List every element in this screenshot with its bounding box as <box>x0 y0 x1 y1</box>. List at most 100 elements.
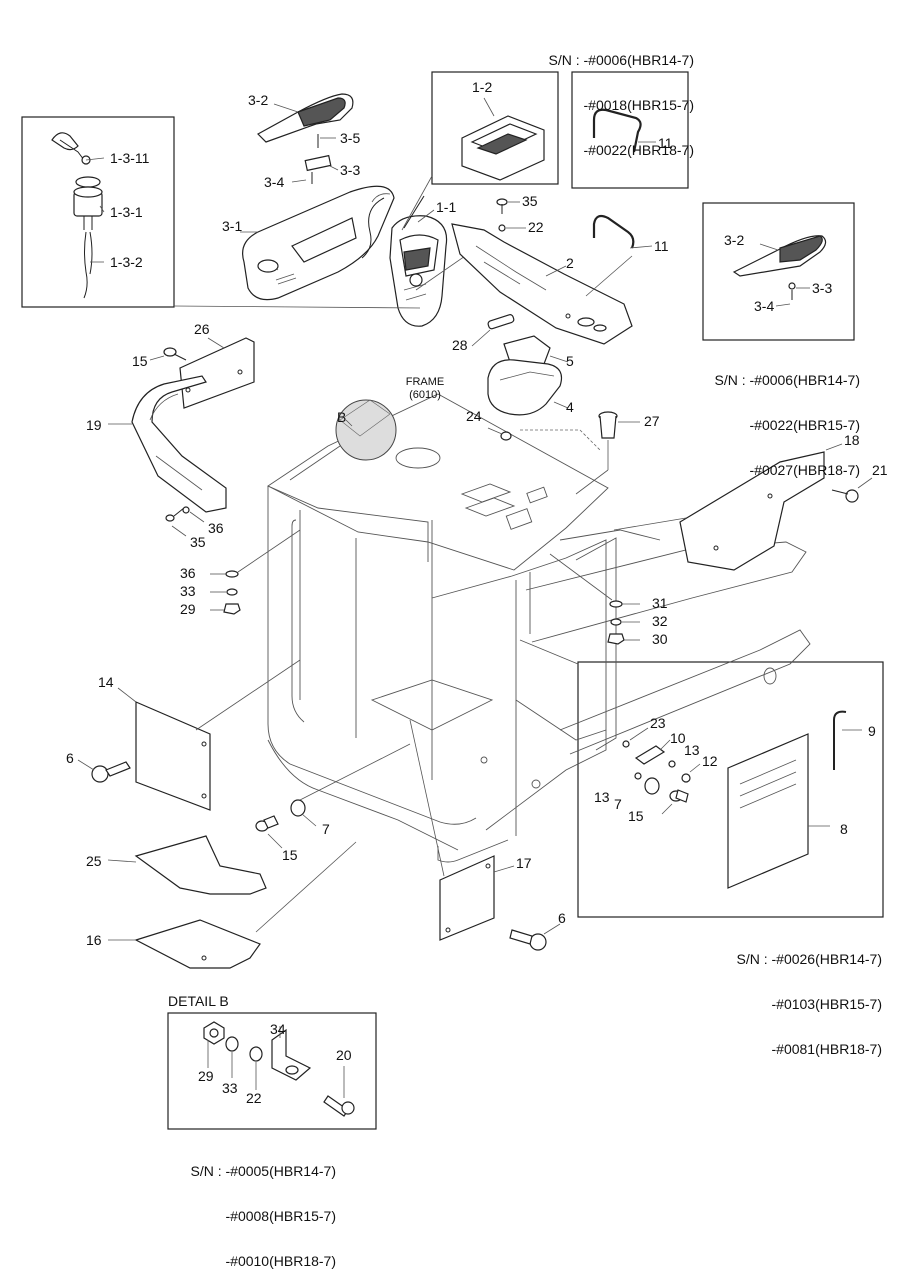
main-frame <box>267 393 811 863</box>
bolt-35-top <box>496 198 526 232</box>
hardware-stack-left <box>210 529 301 615</box>
leader-line <box>173 305 421 309</box>
callout-35-top: 35 <box>522 193 538 209</box>
gauge-1-2 <box>461 97 545 181</box>
callout-15-mid: 15 <box>282 847 298 863</box>
cover-inset-box <box>702 202 855 341</box>
parts-drawing <box>21 71 884 1130</box>
cover-3-2-top <box>257 93 354 184</box>
bolt-21 <box>831 477 873 503</box>
plate-25 <box>107 835 267 895</box>
serial-line: -#0027(HBR18-7) <box>749 462 861 478</box>
callout-1-3-1: 1-3-1 <box>110 204 143 220</box>
serial-note-detail-b: S/N : -#0005(HBR14-7) -#0008(HBR15-7) -#… <box>166 1134 336 1284</box>
bolt-15-left <box>149 347 187 361</box>
callout-3-4-right: 3-4 <box>754 298 775 314</box>
callout-9: 9 <box>868 723 876 739</box>
cover-3-2-right <box>732 235 827 307</box>
callout-12: 12 <box>702 753 718 769</box>
nut-12 <box>681 763 701 783</box>
serial-line: S/N : -#0006(HBR14-7) <box>714 372 860 388</box>
callout-2: 2 <box>566 255 574 271</box>
serial-line: -#0081(HBR18-7) <box>771 1041 883 1057</box>
callout-1-1: 1-1 <box>436 199 457 215</box>
callout-29: 29 <box>180 601 196 617</box>
callout-6-right: 6 <box>558 910 566 926</box>
washer-13-b <box>634 772 642 780</box>
cover-2 <box>451 223 633 345</box>
callout-5: 5 <box>566 353 574 369</box>
bolt-6-left <box>77 759 131 783</box>
bolt-24 <box>487 427 512 441</box>
bumper-19 <box>108 375 227 513</box>
serial-line: -#0103(HBR15-7) <box>771 996 883 1012</box>
callout-26: 26 <box>194 321 210 337</box>
side-cover-8 <box>727 733 830 889</box>
serial-line: -#0018(HBR15-7) <box>583 97 695 113</box>
callout-11-main: 11 <box>654 238 669 254</box>
handle-11-inset <box>592 108 656 153</box>
callout-3-3-top: 3-3 <box>340 162 361 178</box>
detail-b-drawing <box>203 1021 355 1117</box>
bolt-35-left <box>165 506 205 537</box>
bracket-10 <box>634 739 671 765</box>
callout-3-5: 3-5 <box>340 130 361 146</box>
callout-4: 4 <box>566 399 574 415</box>
handle-11-main <box>585 214 653 297</box>
cover-18 <box>613 443 843 571</box>
serial-line: -#0010(HBR18-7) <box>225 1253 337 1269</box>
detail-b-marker <box>335 399 397 461</box>
callout-21: 21 <box>872 462 888 478</box>
callout-22-top: 22 <box>528 219 544 235</box>
callout-28: 28 <box>452 337 468 353</box>
leader-line <box>519 639 579 665</box>
serial-line: S/N : -#0026(HBR14-7) <box>736 951 882 967</box>
detail-b-box <box>167 1012 377 1130</box>
lever-9 <box>833 710 862 770</box>
bolt-15-mid <box>255 815 283 849</box>
callout-13-b: 13 <box>594 789 610 805</box>
cover-3-1 <box>240 185 395 301</box>
serial-line: S/N : -#0006(HBR14-7) <box>548 52 694 68</box>
callout-30: 30 <box>652 631 668 647</box>
serial-line: -#0008(HBR15-7) <box>225 1208 337 1224</box>
frame-label-line: FRAME <box>405 376 445 388</box>
callout-3-4-top: 3-4 <box>264 174 285 190</box>
cover-14 <box>117 659 301 811</box>
gauge-inset-box <box>431 71 559 185</box>
callout-22-detail: 22 <box>246 1090 262 1106</box>
handle-inset-box <box>571 71 689 189</box>
washer-23 <box>622 727 649 748</box>
callout-3-2-right: 3-2 <box>724 232 745 248</box>
callout-32: 32 <box>652 613 668 629</box>
callout-7-left: 7 <box>322 821 330 837</box>
leader-line <box>401 175 433 231</box>
callout-36-a: 36 <box>208 520 224 536</box>
hardware-stack-right <box>549 553 640 645</box>
callout-17: 17 <box>516 855 532 871</box>
callout-14: 14 <box>98 674 114 690</box>
callout-3-1: 3-1 <box>222 218 243 234</box>
plate-17 <box>409 719 515 941</box>
key-switch-drawing <box>51 132 105 299</box>
key-switch-inset-box <box>21 116 175 308</box>
callout-18: 18 <box>844 432 860 448</box>
callout-16: 16 <box>86 932 102 948</box>
callout-3-3-right: 3-3 <box>812 280 833 296</box>
guide-27 <box>575 411 640 495</box>
frame-label: FRAME (6010) <box>402 376 448 402</box>
callout-31: 31 <box>652 595 668 611</box>
callout-13-a: 13 <box>684 742 700 758</box>
frame-label-line: (6010) <box>409 389 441 401</box>
detail-title: DETAIL B <box>168 993 229 1009</box>
callout-24: 24 <box>466 408 482 424</box>
serial-note-top: S/N : -#0006(HBR14-7) -#0018(HBR15-7) -#… <box>524 23 694 173</box>
serial-note-right: S/N : -#0006(HBR14-7) -#0022(HBR15-7) -#… <box>690 343 860 493</box>
handle-1-1 <box>389 195 448 327</box>
serial-line: S/N : -#0005(HBR14-7) <box>190 1163 336 1179</box>
detail-marker-label: B <box>337 409 347 425</box>
callout-33-detail: 33 <box>222 1080 238 1096</box>
callout-33: 33 <box>180 583 196 599</box>
exploded-parts-diagram: S/N : -#0006(HBR14-7) -#0018(HBR15-7) -#… <box>21 23 888 1269</box>
serial-line: -#0022(HBR18-7) <box>583 142 695 158</box>
